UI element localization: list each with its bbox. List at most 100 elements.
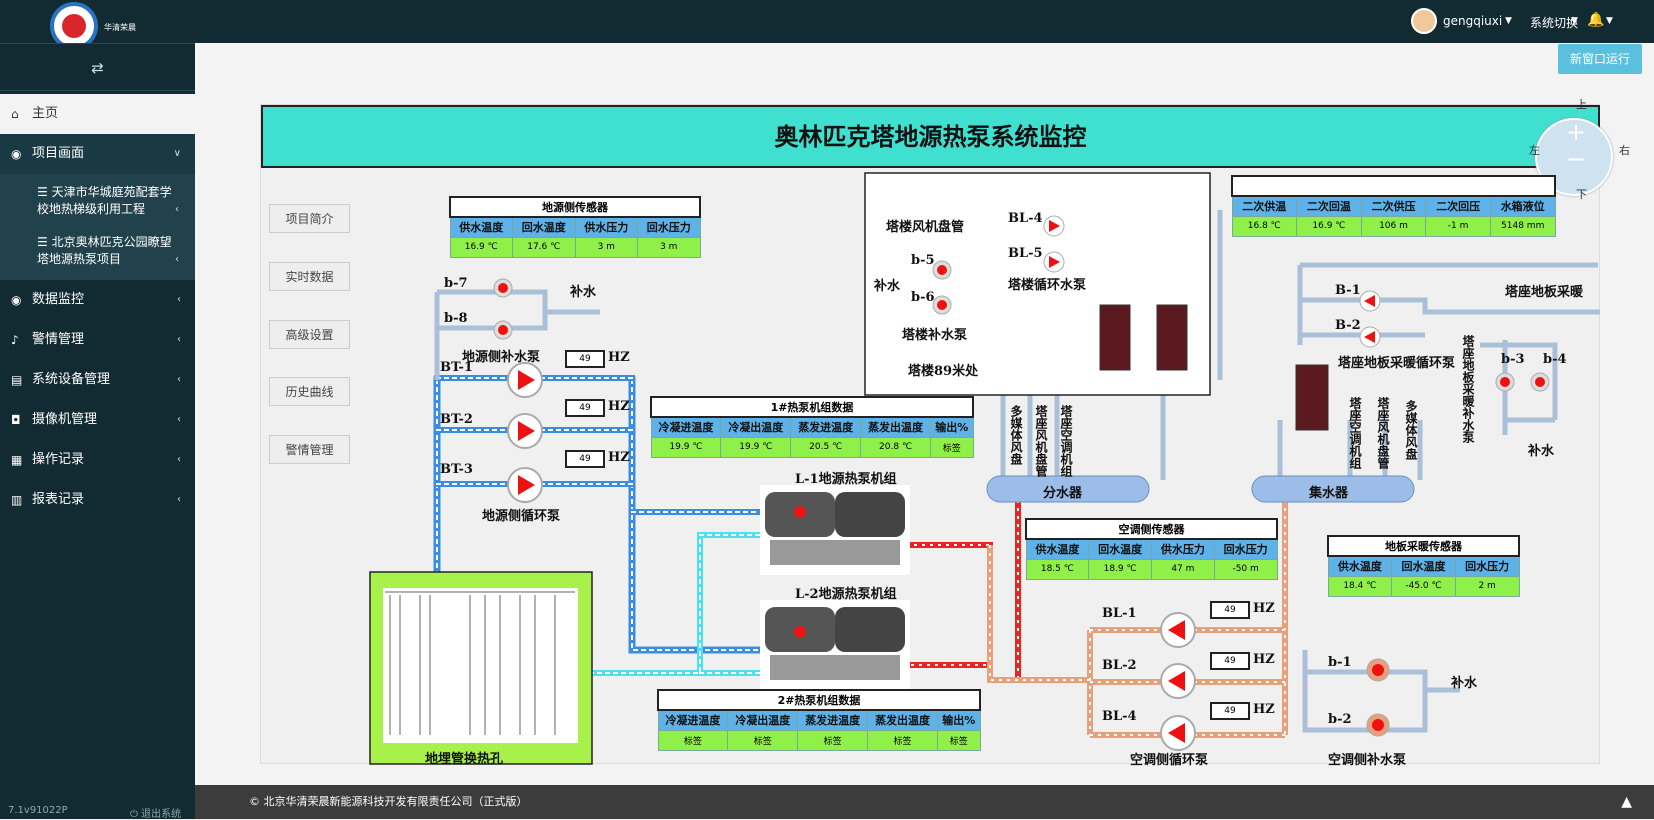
table-header: 冷凝出温度 [720,416,792,438]
hz-input-bt1[interactable]: 49 [565,350,605,368]
camera-icon: ◘ [11,413,21,427]
advanced-settings-button[interactable]: 高级设置 [269,320,350,349]
table-header: 二次供温 [1231,195,1298,217]
label-bl5: BL-5 [1008,246,1043,261]
sidebar-item-devices[interactable]: ▤ 系统设备管理 ‹ [0,360,195,400]
chevron-left-icon: ‹ [177,334,181,345]
system-chevron-down-icon[interactable]: ▼ [1571,16,1578,26]
hz-input-bl4[interactable]: 49 [1210,702,1250,720]
pan-left-button[interactable]: 左 [1529,144,1540,157]
sidebar-item-camera[interactable]: ◘ 摄像机管理 ‹ [0,400,195,440]
table-header: 输出% [937,709,981,731]
table-cell: 18.4 ℃ [1327,575,1393,597]
label-b8: b-8 [444,311,468,326]
table-cell: 标签 [937,729,981,751]
table-cell: 19.9 ℃ [720,436,792,458]
sidebar-item-data-monitor[interactable]: ◉ 数据监控 ‹ [0,280,195,320]
water-collector [1251,475,1415,503]
pan-right-button[interactable]: 右 [1619,144,1630,157]
label-makeup-water: 补水 [570,285,597,300]
heat-pump-l1 [760,485,910,575]
history-curve-button[interactable]: 历史曲线 [269,377,350,406]
label-b2: b-2 [1328,712,1352,727]
label-tower-makeup-water: 补水 [874,279,901,294]
table-cell: -50 m [1213,558,1278,580]
chevron-left-icon: ‹ [177,414,181,425]
table-header: 冷凝出温度 [727,709,799,731]
user-chevron-down-icon[interactable]: ▼ [1505,16,1512,26]
hz-input-bl1[interactable]: 49 [1210,601,1250,619]
label-borehole: 地埋管换热孔 [425,752,504,767]
logo-mark [62,14,86,38]
table-cell: -45.0 ℃ [1391,575,1456,597]
table-cell: 16.8 ℃ [1231,215,1298,237]
label-b7: b-7 [444,276,468,291]
sidebar-subitem-beijing[interactable]: ☰ 北京奥林匹克公园瞭望 塔地源热泵项目 ‹ [0,234,195,268]
sidebar-item-project-screen[interactable]: ◉ 项目画面 ∨ [0,134,195,174]
user-name[interactable]: gengqiuxi [1443,14,1503,28]
list-icon: ☰ [37,235,52,249]
subitem-line1: 北京奥林匹克公园瞭望 [51,235,172,249]
table-title: 2#热泵机组数据 [657,689,981,711]
chevron-left-icon: ‹ [175,254,179,265]
sidebar: ⇄ ⌂ 主页 ◉ 项目画面 ∨ ☰ 天津市华城庭苑配套学 校地热梯级利用工程 ‹… [0,43,195,820]
sidebar-item-label: 主页 [32,106,59,121]
label-tower-floor-heating: 塔座地板采暖 [1505,285,1584,300]
table-header: 回水温度 [512,216,576,238]
hz-unit: HZ [608,450,630,465]
eye-icon: ◉ [11,293,22,307]
label-bl4: BL-4 [1008,211,1043,226]
avatar[interactable] [1411,8,1437,34]
sidebar-item-report[interactable]: ▥ 报表记录 ‹ [0,480,195,520]
label-ac-circ-pump: 空调侧循环泵 [1130,753,1209,768]
sidebar-item-home[interactable]: ⌂ 主页 [0,94,195,134]
hz-input-bt2[interactable]: 49 [565,399,605,417]
label-floor-makeup-water: 补水 [1528,444,1555,459]
system-switch-button[interactable]: 系统切换 [1530,16,1579,30]
subitem-line2: 校地热梯级利用工程 [37,202,146,216]
table-cell: -1 m [1425,215,1491,237]
subitem-line1: 天津市华城庭苑配套学 [51,185,172,199]
scroll-top-icon[interactable]: ▲ [1621,794,1632,810]
sidebar-toggle-icon[interactable]: ⇄ [0,43,195,91]
table-header: 冷凝进温度 [650,416,722,438]
table-header: 输出% [930,416,974,438]
sidebar-subitem-tianjin[interactable]: ☰ 天津市华城庭苑配套学 校地热梯级利用工程 ‹ [0,184,195,218]
zoom-out-button[interactable]: − [1566,145,1587,173]
pan-down-button[interactable]: 下 [1576,188,1587,201]
list-icon: ▦ [11,453,23,467]
new-window-button[interactable]: 新窗口运行 [1558,44,1642,74]
bell-icon[interactable]: 🔔 [1587,12,1605,28]
table-header: 水箱液位 [1489,195,1556,217]
table-cell: 19.9 ℃ [650,436,722,458]
zoom-in-button[interactable]: + [1566,118,1587,146]
bell-icon: ♪ [11,333,19,347]
hz-input-bl2[interactable]: 49 [1210,652,1250,670]
alarm-button[interactable]: 警情管理 [269,435,350,464]
table-cell: 标签 [727,729,799,751]
sidebar-item-operation-log[interactable]: ▦ 操作记录 ‹ [0,440,195,480]
hz-unit: HZ [1253,601,1275,616]
realtime-data-button[interactable]: 实时数据 [269,262,350,291]
label-tower-ac-unit: 塔座空调机组 [1059,405,1073,477]
label-ground-circ-pump: 地源侧循环泵 [482,509,561,524]
table-header: 回水压力 [637,216,701,238]
hz-input-bt3[interactable]: 49 [565,450,605,468]
label-ground-makeup-pump: 地源侧补水泵 [462,350,541,365]
table-header: 回水温度 [1088,538,1152,560]
pan-up-button[interactable]: 上 [1576,98,1587,111]
logout-link[interactable]: ⏻ 退出系统 [130,809,182,820]
sidebar-item-label: 报表记录 [32,492,85,507]
label-tower-makeup-pump: 塔楼补水泵 [902,328,968,343]
book-icon: ▥ [11,493,23,507]
ground-circulating-pumps [507,362,543,503]
footer: © 北京华清荣晨新能源科技开发有限责任公司（正式版） ▲ [195,785,1654,819]
table-cell: 标签 [657,729,729,751]
bell-chevron-down-icon[interactable]: ▼ [1606,16,1613,26]
table-header: 二次回温 [1296,195,1362,217]
sidebar-item-alarm[interactable]: ♪ 警情管理 ‹ [0,320,195,360]
intro-button[interactable]: 项目简介 [269,204,350,233]
table-header: 回水压力 [1213,538,1278,560]
